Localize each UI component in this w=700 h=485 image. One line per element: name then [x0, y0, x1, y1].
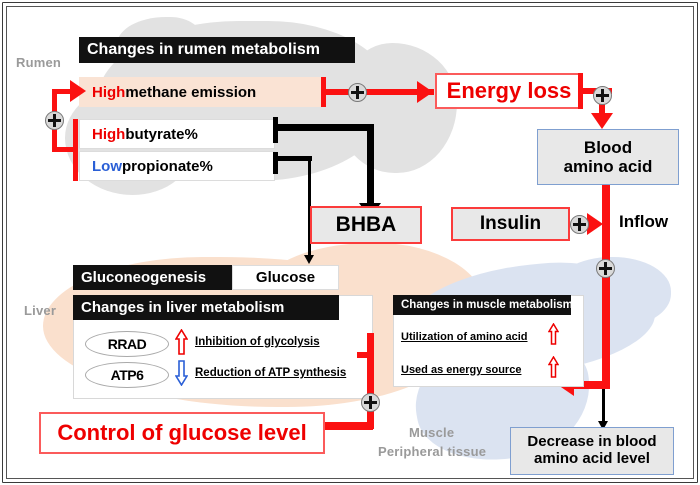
- edge-hbar-propionate: [273, 156, 312, 161]
- plus-badge-insulin-inflow: [570, 215, 589, 234]
- edge-hbar-butyrate-to-bhba: [273, 124, 374, 131]
- arrowhead-to-blood-amino-acid: [591, 113, 613, 129]
- rumen-panel-header: Changes in rumen metabolism: [79, 37, 355, 63]
- muscle-row-utilization: Utilization of amino acid: [401, 331, 528, 343]
- rumen-row-propionate-text: propionate%: [122, 157, 213, 175]
- rumen-row-methane-text: methane emission: [125, 83, 257, 101]
- node-blood-amino-acid: Blood amino acid: [537, 129, 679, 185]
- rumen-row-propionate: Low propionate%: [79, 151, 275, 181]
- region-label-liver: Liver: [24, 303, 57, 318]
- region-label-rumen: Rumen: [16, 55, 62, 70]
- node-glucose-label: Glucose: [255, 269, 316, 286]
- plus-badge-energyloss-blood: [593, 86, 612, 105]
- plus-badge-methane-energy: [348, 83, 367, 102]
- plus-badge-rumen-feedback: [45, 111, 64, 130]
- node-glucose: Glucose: [232, 265, 339, 290]
- edge-vbar-to-bhba: [367, 124, 374, 210]
- arrowhead-to-glucose: [304, 255, 314, 264]
- node-insulin: Insulin: [451, 207, 570, 241]
- edge-hbar-rumen-left: [52, 147, 78, 152]
- down-arrow-icon-atp6: [175, 360, 188, 386]
- node-control-of-glucose-label: Control of glucose level: [57, 420, 307, 445]
- node-insulin-label: Insulin: [479, 213, 542, 234]
- edge-tick-propionate: [273, 152, 278, 174]
- rumen-row-methane-emphasis: High: [92, 83, 126, 101]
- edge-vbar-liver-out: [367, 333, 374, 429]
- rumen-row-butyrate: High butyrate%: [79, 119, 275, 149]
- edge-vbar-propionate-to-glucose: [308, 156, 311, 259]
- liver-panel-header: Changes in liver metabolism: [73, 295, 339, 320]
- plus-badge-blood-muscle: [596, 259, 615, 278]
- rumen-row-butyrate-text: butyrate%: [125, 125, 198, 143]
- arrowhead-to-energy-loss: [417, 81, 433, 103]
- muscle-panel-header: Changes in muscle metabolism: [393, 295, 573, 315]
- region-label-muscle: Muscle: [409, 425, 455, 440]
- gene-pill-atp6-label: ATP6: [110, 367, 144, 383]
- liver-effect-atp6: Reduction of ATP synthesis: [195, 367, 347, 379]
- arrowhead-insulin-to-inflow: [587, 213, 603, 235]
- up-arrow-icon-energy-source: [548, 356, 559, 378]
- rumen-row-butyrate-emphasis: High: [92, 125, 126, 143]
- node-decrease-blood-amino-acid: Decrease in blood amino acid level: [510, 427, 674, 475]
- edge-vbar-blood-to-muscle: [602, 185, 610, 389]
- plus-badge-liver-glucose: [361, 393, 380, 412]
- node-gluconeogenesis: Gluconeogenesis: [73, 265, 232, 290]
- node-energy-loss-label: Energy loss: [446, 78, 572, 103]
- edge-vbar-to-decrease-aa: [602, 389, 605, 425]
- liver-effect-rrad: Inhibition of glycolysis: [195, 336, 320, 348]
- node-energy-loss: Energy loss: [435, 73, 583, 109]
- node-decrease-blood-amino-acid-line1: Decrease in blood: [527, 433, 657, 451]
- node-control-of-glucose: Control of glucose level: [39, 412, 325, 454]
- gene-pill-rrad: RRAD: [85, 331, 169, 357]
- edge-hbar-rumen-to-methane: [52, 89, 74, 94]
- edge-hbar-methane-to-energy-loss: [321, 89, 434, 95]
- edge-hbar-into-muscle: [574, 381, 610, 389]
- node-decrease-blood-amino-acid-line2: amino acid level: [534, 450, 650, 467]
- gene-pill-atp6: ATP6: [85, 362, 169, 388]
- up-arrow-icon-utilization: [548, 323, 559, 345]
- gene-pill-rrad-label: RRAD: [107, 336, 147, 352]
- rumen-row-methane: High methane emission: [79, 77, 323, 107]
- arrowhead-to-decrease-aa: [598, 421, 608, 430]
- node-blood-amino-acid-line1: Blood: [583, 137, 633, 157]
- arrowhead-to-methane-row: [70, 80, 86, 102]
- rumen-row-propionate-emphasis: Low: [92, 157, 122, 175]
- muscle-row-energy-source: Used as energy source: [401, 364, 522, 376]
- node-bhba-label: BHBA: [335, 213, 397, 236]
- region-label-peripheral-tissue: Peripheral tissue: [378, 444, 487, 459]
- node-blood-amino-acid-line2: amino acid: [563, 157, 653, 176]
- edge-tick-liver-out: [357, 352, 369, 358]
- up-arrow-icon-rrad: [175, 329, 188, 355]
- edge-hbar-to-control-glucose: [325, 422, 373, 430]
- node-bhba: BHBA: [310, 206, 422, 244]
- label-inflow: Inflow: [619, 212, 669, 231]
